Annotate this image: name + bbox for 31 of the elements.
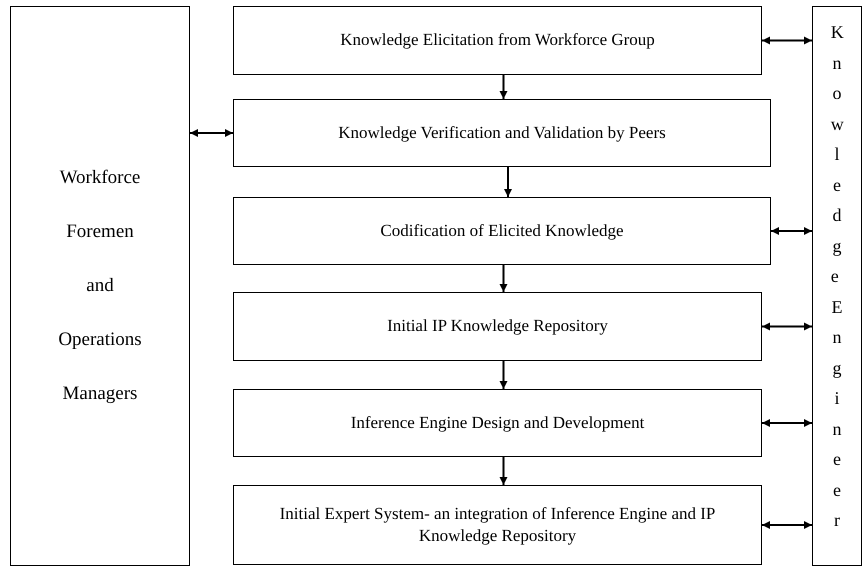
arrow xyxy=(762,521,812,529)
node-label: Managers xyxy=(62,382,138,406)
arrow xyxy=(771,227,812,235)
process-box xyxy=(233,197,771,265)
arrow xyxy=(500,457,508,485)
node-label: Initial IP Knowledge Repository xyxy=(387,315,608,338)
arrow xyxy=(500,265,508,292)
process-box xyxy=(233,485,762,565)
group-box xyxy=(812,6,862,566)
process-box xyxy=(233,389,762,457)
arrow xyxy=(190,129,233,137)
arrow xyxy=(762,36,812,44)
node-label: Knowledge Elicitation from Workforce Group xyxy=(340,29,655,52)
process-box xyxy=(233,6,762,75)
process-box xyxy=(233,292,762,361)
node-label: Operations xyxy=(57,328,143,352)
node-label: Knowledge Verification and Validation by Peers xyxy=(338,122,666,144)
arrow xyxy=(762,322,812,330)
node-label: and xyxy=(85,274,115,298)
node-label: Foremen xyxy=(65,220,135,244)
node-label: Knowledge Engineer xyxy=(830,21,844,532)
process-box xyxy=(233,99,771,167)
node-label: Inference Engine Design and Development xyxy=(350,412,644,434)
node-label: Codification of Elicited Knowledge xyxy=(380,220,624,242)
node-label: Workforce xyxy=(58,166,142,190)
arrow xyxy=(762,419,812,427)
arrow xyxy=(500,361,508,389)
group-box xyxy=(10,6,190,566)
arrow xyxy=(500,75,508,99)
arrow xyxy=(504,167,512,197)
node-label: Initial Expert System- an integration of Inference Engine and IP Knowledge Repository xyxy=(278,502,716,547)
